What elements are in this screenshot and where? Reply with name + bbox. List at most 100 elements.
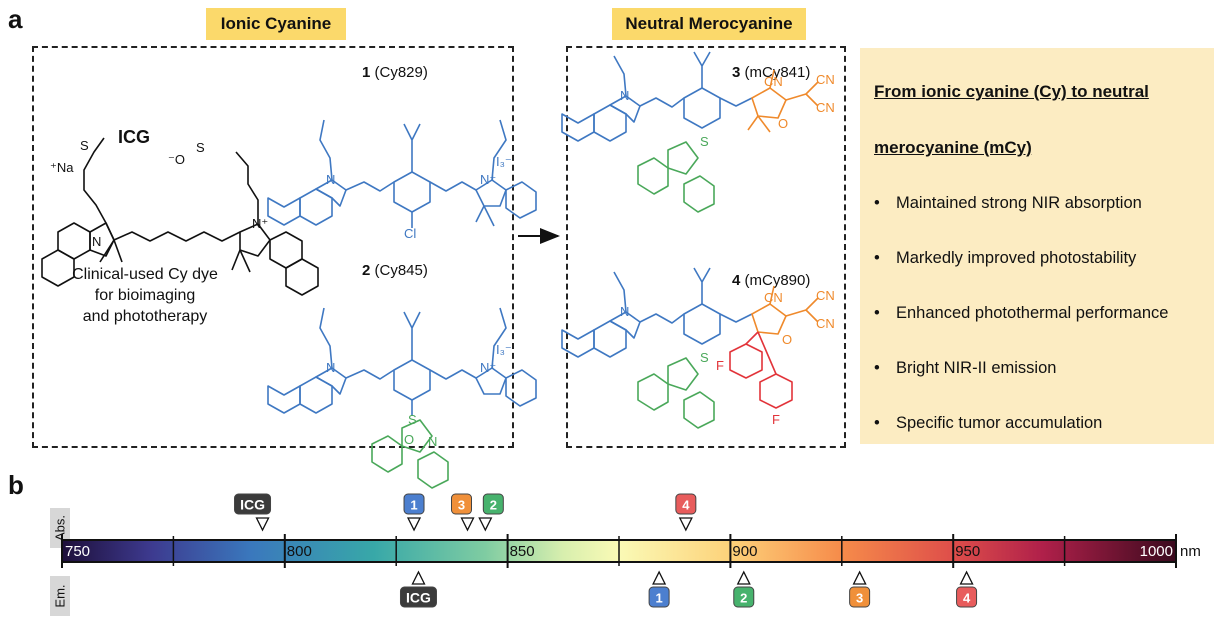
atom-label: N — [428, 434, 437, 449]
emission-badge — [399, 586, 437, 608]
absorption-marker — [478, 517, 493, 532]
compound-1-structure — [267, 119, 537, 228]
compound-name: (mCy890) — [744, 272, 811, 289]
atom-label: CN — [816, 100, 835, 115]
atom-label: I₃⁻ — [496, 342, 512, 357]
atom-label: O — [778, 116, 788, 131]
tick-label: 750 — [65, 543, 90, 560]
compound-number: 4 — [732, 272, 741, 289]
atom-label: N — [620, 88, 629, 103]
emission-row-tag: Em. — [50, 576, 70, 616]
atom-label: N⁺ — [252, 216, 268, 231]
ionic-cyanine-box — [32, 46, 514, 448]
atom-label: S — [700, 350, 709, 365]
emission-badge-label: ICG — [406, 590, 431, 606]
emission-badge-label: 4 — [963, 591, 971, 606]
emission-badge-label: 2 — [740, 591, 747, 606]
emission-badge — [956, 586, 978, 608]
compound-2-structure — [267, 307, 537, 416]
atom-label: Cl — [404, 226, 416, 241]
icg-structure — [41, 137, 319, 296]
atom-label: S — [80, 138, 89, 153]
absorption-badge — [403, 493, 425, 515]
atom-label: O — [782, 332, 792, 347]
icg-description: Clinical-used Cy dye for bioimaging and … — [40, 264, 250, 327]
compound-3-label: 3 (mCy841) — [732, 64, 810, 81]
summary-bullet: •Enhanced photothermal performance — [874, 304, 1169, 322]
tick-label: 800 — [287, 543, 312, 560]
compound-number: 3 — [732, 64, 741, 81]
atom-label: O — [404, 432, 414, 447]
summary-bullet: •Markedly improved photostability — [874, 249, 1137, 267]
compound-3-oxazole — [637, 141, 715, 213]
axis-unit-label: nm — [1180, 543, 1201, 560]
atom-label: ⁺Na — [50, 160, 74, 175]
summary-bullet-text: Markedly improved photostability — [896, 249, 1137, 267]
compound-4-fluorophenyl — [729, 331, 793, 409]
atom-label: S — [196, 140, 205, 155]
icg-description-line: Clinical-used Cy dye — [72, 266, 218, 283]
atom-label: CN — [816, 72, 835, 87]
neutral-merocyanine-header: Neutral Merocyanine — [612, 8, 806, 40]
summary-bullet: •Specific tumor accumulation — [874, 414, 1103, 432]
icg-label: ICG — [118, 127, 151, 147]
emission-marker — [652, 570, 667, 585]
atom-label: N — [92, 234, 101, 249]
tick-label: 950 — [955, 543, 980, 560]
absorption-row-tag: Abs. — [50, 508, 70, 548]
absorption-marker — [406, 517, 422, 532]
atom-label: S — [700, 134, 709, 149]
atom-label: I₃⁻ — [496, 154, 512, 169]
absorption-badge-label: 4 — [682, 498, 690, 513]
panel-a-label: a — [8, 4, 23, 34]
atom-label: CN — [764, 290, 783, 305]
atom-label: CN — [816, 316, 835, 331]
structures-drawing: N N⁺ ⁺Na ⁻O S S N N⁺ I₃⁻ Cl N N⁺ I₃⁻ S O… — [41, 51, 835, 489]
atom-label: N⁺ — [480, 360, 496, 375]
summary-bullet-text: Enhanced photothermal performance — [896, 304, 1169, 322]
emission-badge — [849, 586, 871, 608]
compound-4-oxazole — [637, 357, 715, 429]
emission-badge — [733, 586, 755, 608]
emission-badge-label: 1 — [655, 591, 662, 606]
compound-3-acceptor — [747, 69, 819, 133]
summary-bullet: •Bright NIR-II emission — [874, 359, 1057, 377]
emission-badge — [648, 586, 670, 608]
compound-name: (mCy841) — [744, 64, 811, 81]
absorption-badge-label: ICG — [240, 497, 265, 513]
emission-marker — [736, 570, 751, 585]
icg-description-line: and phototherapy — [82, 308, 208, 325]
emission-marker — [852, 570, 867, 585]
compound-3-structure — [561, 51, 753, 142]
atom-label: ⁻O — [168, 152, 185, 167]
tick-label: 850 — [510, 543, 535, 560]
compound-4-label: 4 (mCy890) — [732, 272, 810, 289]
emission-marker — [959, 570, 974, 585]
compound-number: 2 — [362, 262, 371, 279]
compound-number: 1 — [362, 64, 371, 81]
atom-label: F — [716, 358, 724, 373]
compound-4-acceptor — [751, 285, 819, 335]
atom-label: N — [326, 360, 335, 375]
emission-badge-label: 3 — [856, 591, 863, 606]
ionic-cyanine-header: Ionic Cyanine — [206, 8, 346, 40]
compound-4-structure — [561, 267, 753, 358]
tick-label: 1000 — [1140, 543, 1173, 560]
compound-2-oxazole — [371, 419, 449, 489]
absorption-badge-label: 3 — [458, 498, 465, 513]
absorption-badge — [450, 493, 472, 515]
summary-panel — [860, 48, 1214, 444]
tick-label: 900 — [732, 543, 757, 560]
compound-name: (Cy845) — [374, 262, 428, 279]
summary-title-line-2: merocyanine (mCy) — [874, 138, 1032, 157]
atom-label: S — [408, 412, 417, 427]
summary-bullet-text: Specific tumor accumulation — [896, 414, 1103, 432]
atom-label: N⁺ — [480, 172, 496, 187]
summary-bullet-text: Bright NIR-II emission — [896, 359, 1057, 377]
neutral-merocyanine-box — [566, 46, 846, 448]
emission-marker — [411, 570, 426, 585]
panel-b-label: b — [8, 470, 24, 500]
atom-label: N — [620, 304, 629, 319]
absorption-badge-label: 1 — [410, 498, 417, 513]
